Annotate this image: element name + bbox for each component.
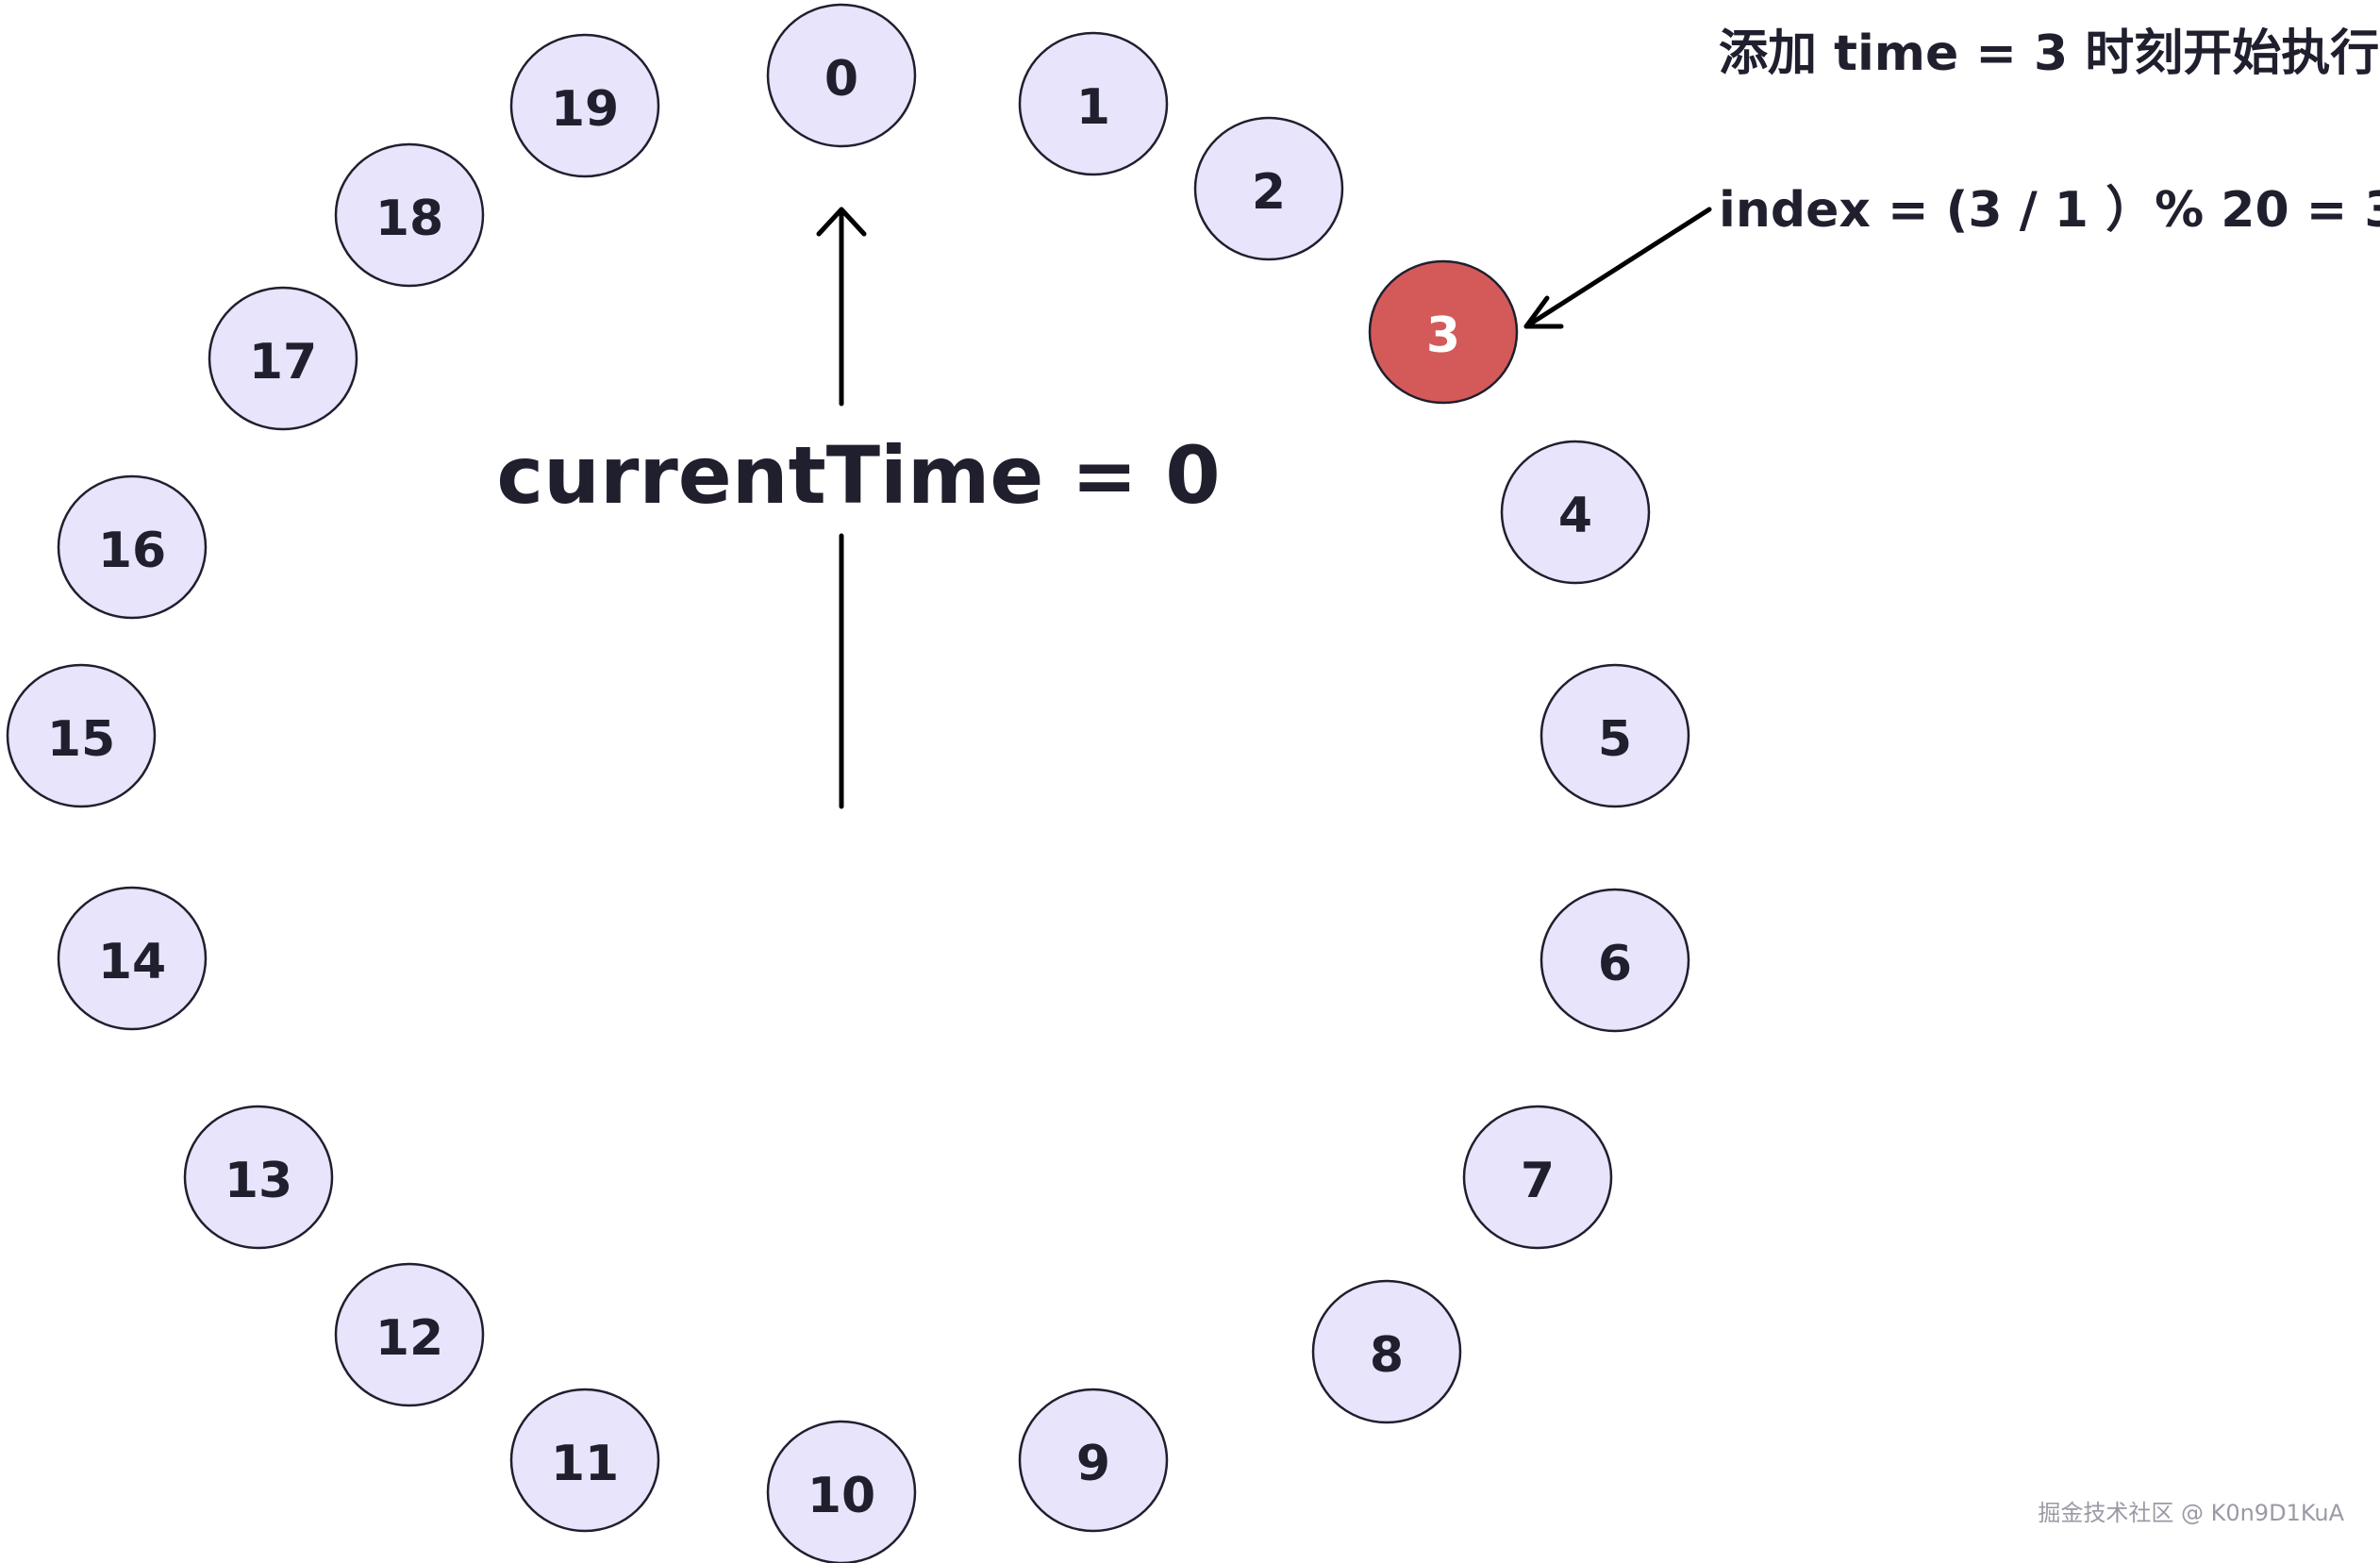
wheel-slot-2: 2 <box>1193 116 1344 261</box>
wheel-slot-1: 1 <box>1018 31 1169 176</box>
slot-circle-3 <box>1368 259 1519 405</box>
slot-label-2: 2 <box>1252 164 1286 221</box>
slot-label-5: 5 <box>1598 711 1632 768</box>
wheel-slot-3: 3 <box>1368 259 1519 405</box>
slot-label-6: 6 <box>1598 936 1632 992</box>
slot-label-0: 0 <box>824 51 858 108</box>
slot-circle-6 <box>1540 888 1690 1033</box>
slot-label-18: 18 <box>375 191 443 247</box>
slot-circle-18 <box>334 142 485 288</box>
wheel-slot-17: 17 <box>208 286 358 431</box>
slot-label-8: 8 <box>1370 1327 1404 1384</box>
slot-label-14: 14 <box>98 934 166 990</box>
slot-circle-14 <box>57 886 208 1031</box>
slot-label-12: 12 <box>375 1310 443 1367</box>
wheel-slot-5: 5 <box>1540 663 1690 808</box>
slot-label-10: 10 <box>807 1468 875 1524</box>
current-pointer-arrow <box>816 207 867 809</box>
wheel-slot-0: 0 <box>766 3 917 148</box>
index-arrow <box>1523 207 1712 329</box>
index-arrow-head <box>1523 295 1564 329</box>
slot-circle-17 <box>208 286 358 431</box>
wheel-slot-14: 14 <box>57 886 208 1031</box>
slot-circle-12 <box>334 1262 485 1407</box>
wheel-slot-16: 16 <box>57 474 208 620</box>
wheel-slot-6: 6 <box>1540 888 1690 1033</box>
wheel-slot-19: 19 <box>509 33 660 178</box>
slot-circle-9 <box>1018 1388 1169 1533</box>
pointer-arrowhead <box>816 207 867 237</box>
current-time-label: currentTime = 0 <box>496 429 1220 522</box>
slot-label-4: 4 <box>1558 488 1592 544</box>
wheel-slot-11: 11 <box>509 1388 660 1533</box>
slot-circle-16 <box>57 474 208 620</box>
slot-circle-0 <box>766 3 917 148</box>
wheel-slot-7: 7 <box>1462 1105 1613 1250</box>
slot-circle-7 <box>1462 1105 1613 1250</box>
add-task-annotation: 添加 time = 3 时刻开始执行 <box>1719 25 2379 82</box>
slot-label-19: 19 <box>551 81 619 138</box>
slot-circle-1 <box>1018 31 1169 176</box>
slot-label-11: 11 <box>551 1436 619 1492</box>
wheel-slot-18: 18 <box>334 142 485 288</box>
index-formula-annotation: index = (3 / 1 ）% 20 = 3 <box>1719 182 2380 239</box>
wheel-slot-4: 4 <box>1500 440 1651 585</box>
index-arrow-shaft <box>1523 207 1712 329</box>
slot-circle-5 <box>1540 663 1690 808</box>
slot-label-16: 16 <box>98 523 166 579</box>
wheel-slot-15: 15 <box>6 663 157 808</box>
slot-label-3: 3 <box>1426 308 1460 364</box>
watermark: 掘金技术社区 @ K0n9D1KuA <box>2038 1500 2344 1526</box>
wheel-slot-13: 13 <box>183 1105 334 1250</box>
slot-label-17: 17 <box>249 334 317 391</box>
slot-circle-19 <box>509 33 660 178</box>
slot-label-9: 9 <box>1076 1436 1110 1492</box>
wheel-slot-9: 9 <box>1018 1388 1169 1533</box>
slot-circle-15 <box>6 663 157 808</box>
wheel-slot-8: 8 <box>1311 1279 1462 1424</box>
slot-label-1: 1 <box>1076 79 1110 136</box>
slot-label-15: 15 <box>47 711 115 768</box>
slot-circle-4 <box>1500 440 1651 585</box>
slot-circle-2 <box>1193 116 1344 261</box>
slot-circle-13 <box>183 1105 334 1250</box>
slot-circle-8 <box>1311 1279 1462 1424</box>
slot-label-7: 7 <box>1521 1153 1555 1209</box>
slot-circle-10 <box>766 1420 917 1563</box>
wheel-slot-12: 12 <box>334 1262 485 1407</box>
wheel-slot-10: 10 <box>766 1420 917 1563</box>
slot-circle-11 <box>509 1388 660 1533</box>
slot-label-13: 13 <box>225 1153 292 1209</box>
